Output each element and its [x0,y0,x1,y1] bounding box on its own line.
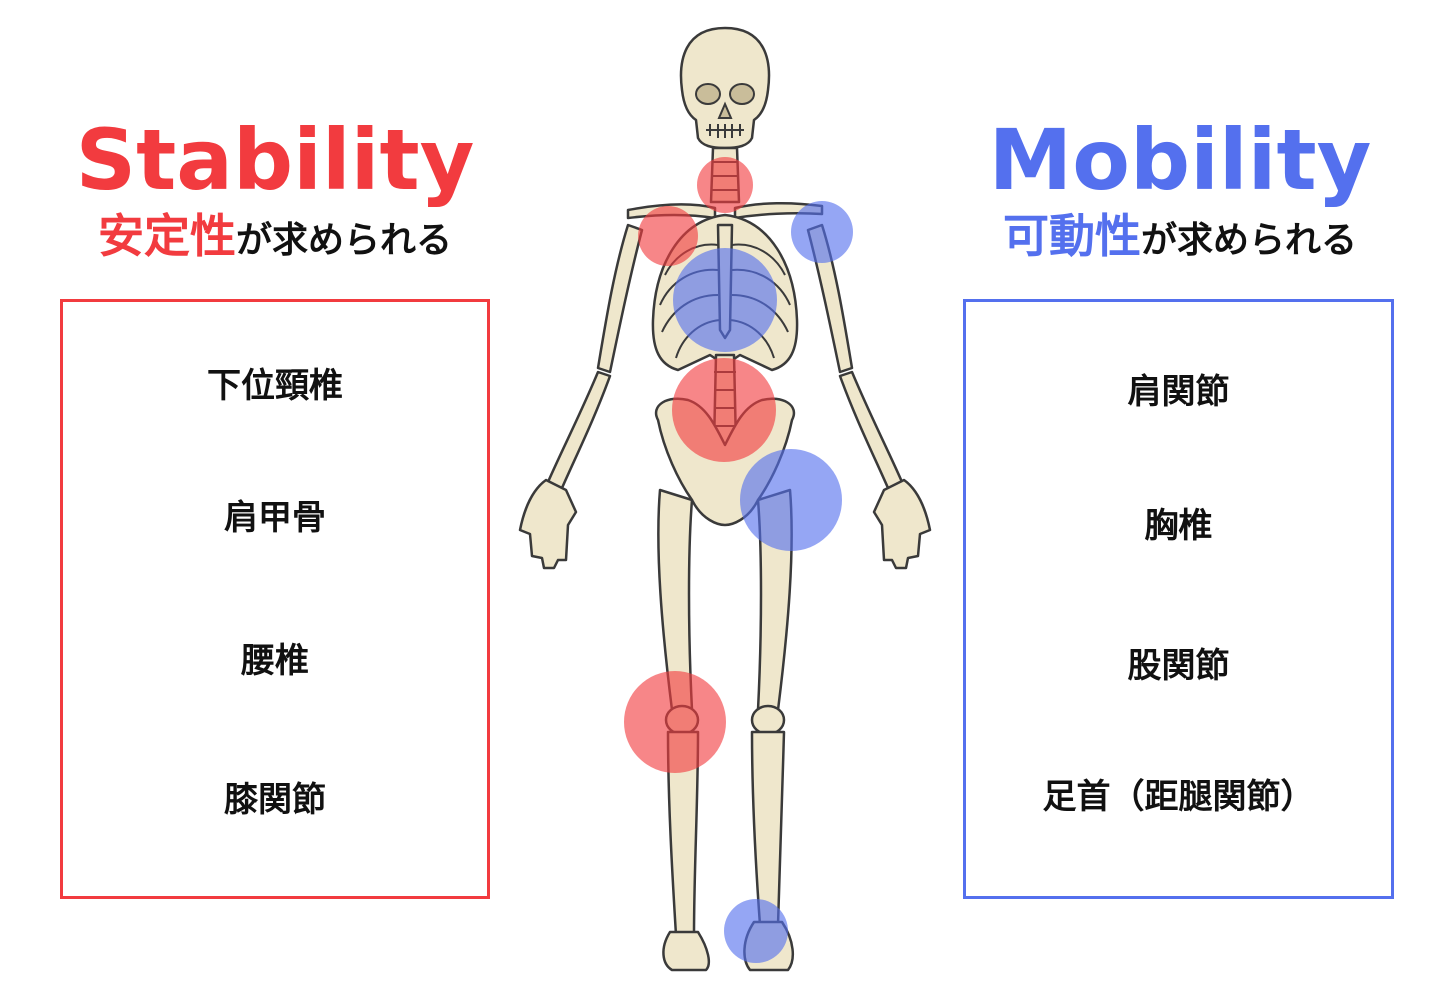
mobility-title: Mobility [988,111,1372,209]
left-hand [518,478,578,570]
stability-heading: Stability 安定性が求められる [40,112,510,275]
left-eye-socket [695,83,721,105]
mobility-item-ankle: 足首（距腿関節） [1042,777,1315,817]
mobility-marker-thoracic [673,248,777,352]
stability-marker-knee [624,671,726,773]
stability-title: Stability [75,111,475,209]
mobility-item-hip: 股関節 [1127,646,1230,686]
mobility-item-thoracic: 胸椎 [1144,506,1213,546]
left-humerus [596,223,644,374]
stability-subtitle: 安定性が求められる [40,208,510,275]
stability-item-lower-cervical: 下位頸椎 [207,366,343,406]
right-eye-socket [729,83,755,105]
right-patella [750,704,786,736]
left-forearm [546,370,612,490]
mobility-subtitle-main: 可動性 [1002,209,1141,263]
skeleton-illustration [518,26,932,972]
stability-item-lumbar: 腰椎 [241,641,309,681]
right-forearm [838,370,904,490]
rib-line [731,243,786,276]
mobility-subtitle-rest: が求められる [1140,220,1357,261]
stability-subtitle-main: 安定性 [97,209,236,263]
right-tibia [750,730,786,927]
mobility-marker-shoulder [791,201,853,263]
stability-item-knee: 膝関節 [224,780,326,820]
mobility-heading: Mobility 可動性が求められる [940,112,1420,275]
mobility-marker-hip [740,449,842,551]
left-foot [662,930,710,972]
mobility-marker-ankle [724,899,788,963]
stability-list-box: 下位頸椎 肩甲骨 腰椎 膝関節 [60,299,490,899]
stability-marker-lumbar [672,358,776,462]
teeth [706,124,744,138]
mobility-item-shoulder: 肩関節 [1127,372,1230,412]
mobility-list-box: 肩関節 胸椎 股関節 足首（距腿関節） [963,299,1394,899]
stability-subtitle-rest: が求められる [235,220,452,261]
stability-marker-scapula [638,206,698,266]
mobility-subtitle: 可動性が求められる [940,208,1420,275]
stability-item-scapula: 肩甲骨 [224,498,326,538]
nasal-cavity [717,101,733,119]
stability-marker-lower-cervical [697,157,753,213]
right-hand [872,478,932,570]
